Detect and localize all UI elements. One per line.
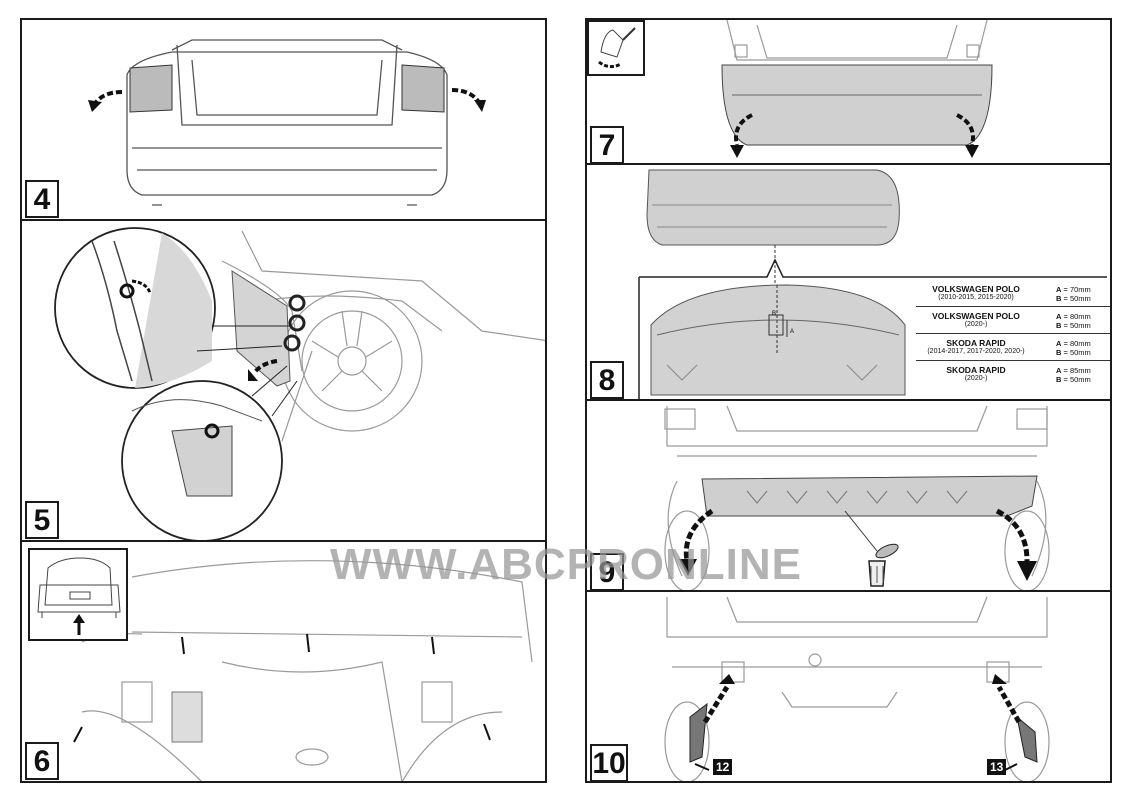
curved-arrow-icon	[683, 508, 1030, 562]
spec-model: VOLKSWAGEN POLO	[932, 284, 1020, 294]
step-number-10: 10	[590, 744, 628, 781]
spec-years: (2014-2017, 2017-2020, 2020-)	[927, 348, 1025, 355]
step-number-9: 9	[590, 553, 624, 590]
spec-b-value: B = 50mm	[1056, 375, 1091, 384]
step-8-panel: B A VOLKSWAGEN POLO (2010-2015, 2015-202…	[585, 163, 1112, 401]
wheel-arch-detail-illustration	[54, 227, 545, 540]
spec-years: (2020-)	[964, 321, 988, 328]
tool-hand-inset	[587, 20, 645, 76]
spec-years: (2020-)	[964, 375, 988, 382]
step-number-7: 7	[590, 126, 624, 163]
car-rear-trunk-open-illustration	[88, 39, 486, 206]
spec-model: SKODA RAPID	[946, 338, 1006, 348]
mudflap-install-illustration	[664, 596, 1050, 781]
step-number-5: 5	[25, 501, 59, 539]
spec-b-value: B = 50mm	[1056, 321, 1091, 330]
spec-a-value: A = 85mm	[1056, 366, 1091, 375]
part-label-13: 13	[987, 759, 1007, 775]
part-label-12: 12	[713, 759, 733, 775]
up-arrow-icon	[73, 614, 85, 635]
spec-row: SKODA RAPID (2020-) A = 85mm B = 50mm	[916, 361, 1110, 388]
screw-icon	[283, 294, 306, 352]
step-7-panel: 7	[585, 18, 1112, 165]
spec-b-value: B = 50mm	[1056, 294, 1091, 303]
step-number-6: 6	[25, 742, 59, 780]
spec-row: VOLKSWAGEN POLO (2020-) A = 80mm B = 50m…	[916, 307, 1110, 334]
spec-table: VOLKSWAGEN POLO (2010-2015, 2015-2020) A…	[916, 280, 1110, 398]
step-10-panel: 12 13 10	[585, 590, 1112, 783]
step-number-4: 4	[25, 180, 59, 218]
screw-icon	[73, 633, 491, 743]
rear-bumper-removal-illustration	[721, 20, 993, 158]
step-4-panel: 4	[20, 18, 547, 221]
step-number-8: 8	[590, 361, 624, 399]
hand-tool-icon	[598, 27, 636, 69]
spec-a-value: A = 70mm	[1056, 285, 1091, 294]
dimension-b-label: B	[772, 311, 776, 317]
spec-row: SKODA RAPID (2014-2017, 2017-2020, 2020-…	[916, 334, 1110, 361]
step-6-panel: 6	[20, 540, 547, 783]
step-9-panel: 9	[585, 399, 1112, 592]
spec-years: (2010-2015, 2015-2020)	[938, 294, 1014, 301]
curved-arrow-icon	[252, 359, 278, 375]
step-5-panel: 5	[20, 219, 547, 542]
car-rear-view-inset	[28, 548, 128, 641]
spec-model: SKODA RAPID	[946, 365, 1006, 375]
curved-arrow-icon	[734, 113, 975, 146]
bumper-measurement-illustration: B A	[638, 169, 1107, 399]
lower-cover-removal-illustration	[664, 405, 1050, 590]
spec-row: VOLKSWAGEN POLO (2010-2015, 2015-2020) A…	[916, 280, 1110, 307]
spec-model: VOLKSWAGEN POLO	[932, 311, 1020, 321]
trash-bin-icon	[868, 543, 899, 587]
spec-a-value: A = 80mm	[1056, 312, 1091, 321]
spec-a-value: A = 80mm	[1056, 339, 1091, 348]
dimension-a-label: A	[790, 329, 794, 335]
spec-b-value: B = 50mm	[1056, 348, 1091, 357]
underside-bumper-illustration	[73, 560, 533, 781]
